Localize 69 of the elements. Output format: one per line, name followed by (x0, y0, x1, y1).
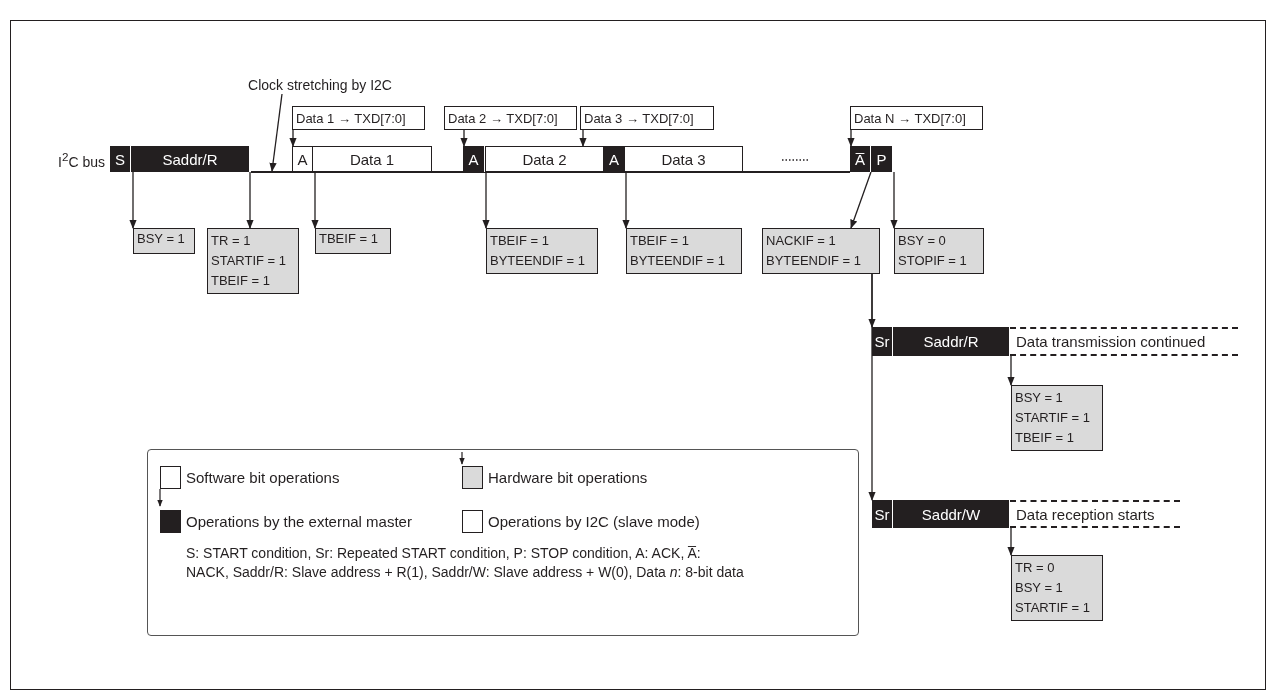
arrow (289, 129, 297, 147)
legend-text: Operations by the external master (186, 513, 412, 530)
bus-label: I$^{2}$C bus (58, 150, 105, 170)
flag-text: STARTIF = 1 (211, 252, 286, 270)
flag-text: TR = 0 (1015, 559, 1055, 577)
arrow (129, 171, 137, 229)
flag-text: BSY = 1 (1015, 579, 1063, 597)
legend-text: Operations by I2C (slave mode) (488, 513, 700, 530)
legend-note: S: START condition, Sr: Repeated START condition, P: STOP condition, A: ACK, A̅: NACK, Saddr/R: Slave address + R(1), Saddr/W: Slave address + W(0), Data n: 8-bit data (186, 544, 745, 582)
arrow (246, 171, 254, 229)
arrow (850, 171, 872, 229)
flag-box: TBEIF = 1 (315, 228, 391, 254)
arrow (868, 273, 876, 501)
annotation-text: Clock stretching by I2C (245, 76, 395, 94)
master-bus-segment: Sr (872, 500, 893, 528)
flag-box (894, 228, 984, 274)
arrow (460, 129, 468, 147)
legend-text: Hardware bit operations (488, 469, 648, 486)
master-bus-segment: P (871, 146, 893, 172)
flag-text: BSY = 0 (898, 232, 946, 250)
slave-bus-segment: Data 1 (312, 146, 432, 172)
software-operation-box: Data N → TXD[7:0] (850, 106, 983, 130)
slave-bus-segment: Data 3 (624, 146, 743, 172)
master-bus-segment: S (110, 146, 131, 172)
flag-text: TR = 1 (211, 232, 251, 250)
master-bus-segment: Saddr/R (131, 146, 250, 172)
arrow (1007, 355, 1015, 386)
software-operation-box: Data 1 → TXD[7:0] (292, 106, 425, 130)
master-bus-segment: A (463, 146, 485, 172)
flag-box (626, 228, 742, 274)
flag-box (207, 228, 299, 294)
flag-text: STOPIF = 1 (898, 252, 967, 270)
master-bus-segment: A̅ (850, 146, 871, 172)
software-operation-box: Data 2 → TXD[7:0] (444, 106, 577, 130)
flag-box (1011, 385, 1103, 451)
flag-box (486, 228, 598, 274)
flag-text: BYTEENDIF = 1 (490, 252, 585, 270)
flag-text: BYTEENDIF = 1 (630, 252, 725, 270)
arrow (579, 129, 587, 147)
arrow (482, 171, 490, 229)
flag-box (1011, 555, 1103, 621)
flag-text: TBEIF = 1 (1015, 429, 1074, 447)
arrow (847, 129, 855, 147)
arrow (311, 171, 319, 229)
bus-line (251, 171, 850, 173)
arrow (269, 93, 283, 172)
flag-text: BSY = 1 (1015, 389, 1063, 407)
slave-bus-segment: A (292, 146, 313, 172)
flag-text: TBEIF = 1 (490, 232, 549, 250)
flag-box: BSY = 1 (133, 228, 195, 254)
flag-text: STARTIF = 1 (1015, 599, 1090, 617)
arrow (1007, 527, 1015, 556)
master-bus-segment: Saddr/R (893, 327, 1010, 356)
master-bus-segment: A (604, 146, 625, 172)
flag-text: NACKIF = 1 (766, 232, 836, 250)
software-operation-box: Data 3 → TXD[7:0] (580, 106, 714, 130)
flag-box (762, 228, 880, 274)
flag-text: TBEIF = 1 (630, 232, 689, 250)
continuation-segment: Data reception starts (1010, 500, 1180, 528)
master-bus-segment: Saddr/W (893, 500, 1010, 528)
flag-text: BYTEENDIF = 1 (766, 252, 861, 270)
legend-text: Software bit operations (186, 469, 340, 486)
slave-bus-segment: Data 2 (485, 146, 604, 172)
arrow (622, 171, 630, 229)
flag-text: TBEIF = 1 (211, 272, 270, 290)
arrow (890, 171, 898, 229)
continuation-segment: Data transmission continued (1010, 327, 1238, 356)
flag-text: STARTIF = 1 (1015, 409, 1090, 427)
master-bus-segment: Sr (872, 327, 893, 356)
